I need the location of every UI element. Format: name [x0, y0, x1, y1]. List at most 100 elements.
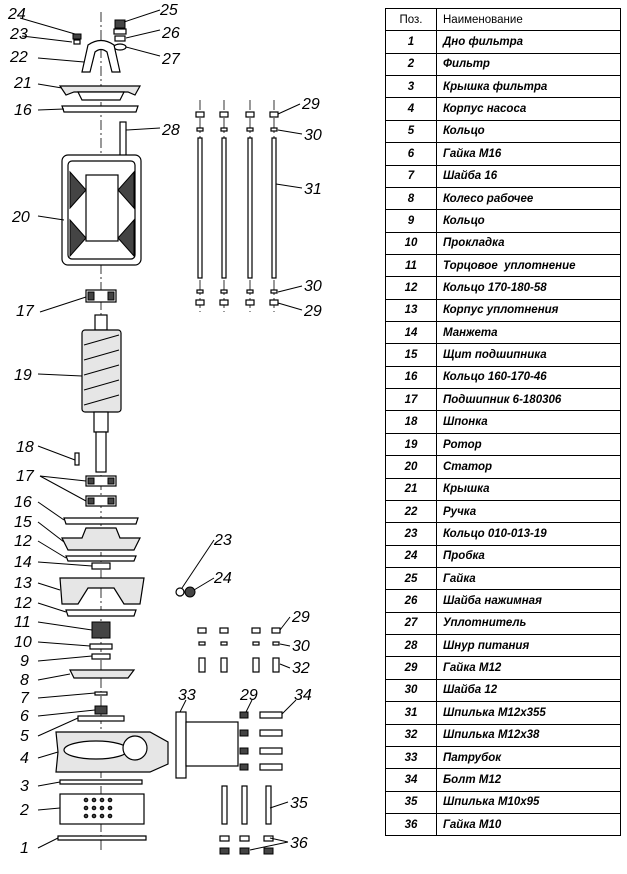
- callout-14: 14: [14, 554, 32, 571]
- cell-name: Колесо рабочее: [436, 186, 621, 211]
- cell-name: Фильтр: [436, 52, 621, 77]
- cell-name: Гайка: [436, 566, 621, 591]
- callout-12: 12: [14, 595, 32, 612]
- part-36-nuts: [219, 835, 274, 855]
- callout-1: 1: [20, 840, 29, 857]
- part-15-bearing-shield: [61, 527, 141, 551]
- callout-33: 33: [178, 687, 196, 704]
- part-21-cover: [58, 85, 142, 101]
- part-2-filter: [59, 793, 145, 825]
- callout-17: 17: [16, 468, 35, 485]
- part-1-filter-bottom: [57, 835, 147, 841]
- cell-pos: 6: [385, 142, 437, 166]
- cell-name: Пробка: [436, 544, 621, 568]
- cell-name: Торцовое уплотнение: [436, 253, 621, 278]
- part-12-ring-bottom: [65, 609, 137, 617]
- cell-pos: 28: [385, 634, 437, 658]
- cell-name: Крышка фильтра: [436, 75, 621, 99]
- cell-name: Шпилька М12х38: [436, 723, 621, 747]
- cell-pos: 5: [385, 119, 437, 144]
- cell-pos: 35: [385, 790, 437, 814]
- cell-name: Кольцо 160-170-46: [436, 365, 621, 390]
- cell-pos: 8: [385, 186, 437, 211]
- cell-pos: 21: [385, 477, 437, 501]
- cell-name: Гайка М10: [436, 812, 621, 837]
- cell-name: Уплотнитель: [436, 611, 621, 636]
- callout-30: 30: [304, 278, 322, 295]
- part-16-ring-bottom: [63, 517, 139, 525]
- cell-pos: 15: [385, 343, 437, 367]
- cell-name: Гайка М16: [436, 142, 621, 166]
- exploded-assembly-drawing: 24 23 22 21 16 25 26 27 28 20 17 19 18 1…: [7, 2, 322, 857]
- cell-name: Прокладка: [436, 231, 621, 255]
- cell-pos: 12: [385, 276, 437, 300]
- cell-name: Статор: [436, 455, 621, 479]
- cell-pos: 27: [385, 611, 437, 636]
- cell-name: Кольцо 010-013-19: [436, 522, 621, 546]
- cell-pos: 18: [385, 410, 437, 434]
- callout-20: 20: [11, 209, 30, 226]
- cell-name: Ротор: [436, 432, 621, 457]
- cell-name: Шайба 16: [436, 164, 621, 188]
- callout-15: 15: [14, 514, 32, 531]
- part-13-seal-housing: [59, 577, 145, 605]
- callout-28: 28: [161, 122, 180, 139]
- cell-pos: 2: [385, 52, 437, 77]
- cell-pos: 9: [385, 209, 437, 233]
- cell-pos: 25: [385, 566, 437, 591]
- callout-30: 30: [304, 127, 322, 144]
- cell-pos: 17: [385, 388, 437, 412]
- cell-pos: 20: [385, 455, 437, 479]
- cell-pos: 14: [385, 321, 437, 345]
- cell-pos: 30: [385, 678, 437, 703]
- cell-pos: 7: [385, 164, 437, 188]
- part-7-washer: [94, 691, 108, 696]
- callout-13: 13: [14, 575, 32, 592]
- callout-26: 26: [161, 25, 180, 42]
- part-9-ring: [91, 653, 111, 660]
- cell-name: Шпонка: [436, 410, 621, 434]
- part-17-bearing-bottom: [85, 475, 117, 507]
- callout-23: 23: [9, 26, 28, 43]
- cell-name: Кольцо: [436, 119, 621, 144]
- callout-32: 32: [292, 660, 310, 677]
- callout-16: 16: [14, 102, 32, 119]
- part-8-impeller: [69, 669, 136, 679]
- cell-name: Манжета: [436, 321, 621, 345]
- part-16-ring-top: [61, 105, 139, 113]
- callout-5: 5: [20, 728, 29, 745]
- callout-18: 18: [16, 439, 34, 456]
- cell-name: Крышка: [436, 477, 621, 501]
- callout-19: 19: [14, 367, 32, 384]
- callout-29: 29: [291, 609, 310, 626]
- cell-pos: 13: [385, 298, 437, 323]
- callout-29: 29: [301, 96, 320, 113]
- part-10-gasket: [89, 643, 113, 650]
- cell-pos: 4: [385, 97, 437, 121]
- part-35-studs: [221, 785, 272, 825]
- cell-name: Болт М12: [436, 768, 621, 792]
- cell-name: Шнур питания: [436, 634, 621, 658]
- part-22-handle: [81, 39, 121, 73]
- callout-31: 31: [304, 181, 322, 198]
- cell-pos: 3: [385, 75, 437, 99]
- part-24-plug: [72, 33, 82, 45]
